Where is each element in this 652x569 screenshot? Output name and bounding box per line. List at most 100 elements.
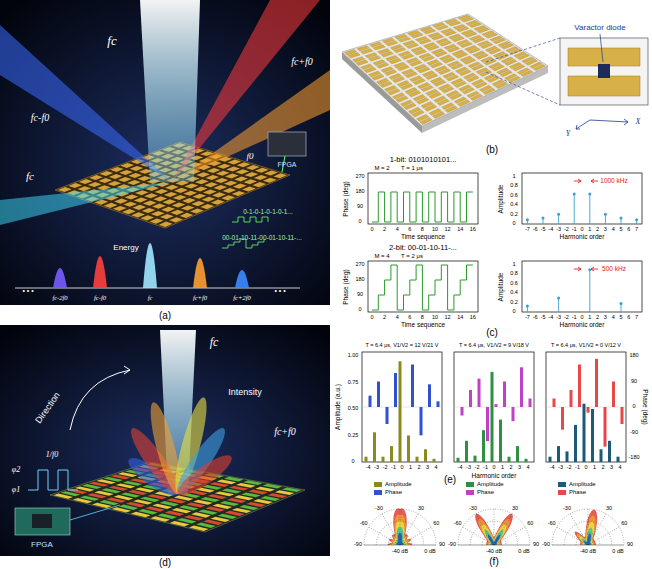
ellipsis: • • • (274, 287, 285, 294)
unit-cell (373, 45, 385, 50)
axis-title: Phase (deg) (343, 181, 350, 216)
axis-title: Time sequence (401, 234, 445, 241)
axis-tick: 0 (492, 465, 495, 471)
axis-tick: 16 (470, 315, 476, 321)
amplitude-bar (457, 458, 460, 462)
unit-cell (88, 182, 102, 187)
unit-cell (155, 189, 169, 194)
beam-label: fc-f0 (31, 113, 49, 123)
phase-bar (420, 407, 423, 435)
harmonic-dot (573, 192, 576, 195)
unit-cell (263, 178, 277, 183)
component-label: Varactor diode (574, 24, 625, 32)
phase-bar (587, 407, 590, 413)
frequency-label: f0 (246, 152, 253, 161)
unit-cell (207, 168, 221, 173)
beam-label: fc+f0 (274, 427, 296, 437)
angle-tick: -90 (448, 542, 456, 548)
axis-tick: 0.4 (510, 290, 518, 296)
axis-title: Harmonic order (560, 322, 605, 329)
axis-tick: 0.8 (510, 272, 518, 278)
unit-cell (182, 198, 196, 203)
polar-grid (588, 527, 619, 545)
axis-tick: -2 (475, 465, 480, 471)
legend-text: Amplitude (477, 481, 504, 487)
scale-tick: 0 dB (612, 549, 623, 555)
phase-bar (386, 407, 389, 424)
axis-tick: 0 (370, 227, 373, 233)
unit-cell (143, 201, 157, 206)
harmonic-stem (589, 270, 590, 312)
axis-tick: 1 (588, 315, 591, 321)
axis-tick: -2 (564, 227, 569, 233)
amplitude-bar (499, 420, 502, 462)
bias-waveform (28, 470, 78, 490)
phase-bar (561, 407, 564, 430)
axis-tick: 2 (596, 227, 599, 233)
unit-cell (151, 211, 165, 216)
unit-cell (153, 196, 167, 201)
zoom-line (486, 38, 560, 105)
unit-cell (223, 188, 237, 193)
unit-cell (130, 166, 144, 171)
axis-tick: 3 (604, 227, 607, 233)
axis-tick: 10 (432, 227, 438, 233)
unit-cell (185, 184, 199, 189)
polar-grid (369, 527, 400, 545)
fpga-label: FPGA (277, 161, 296, 168)
leader-line (600, 34, 603, 62)
panel-label: (d) (159, 558, 171, 568)
axis-title: Phase (deg) (642, 389, 649, 424)
polar-grid (400, 514, 418, 545)
axis-tick: 16 (470, 227, 476, 233)
axis-tick: 2 (383, 315, 386, 321)
unit-cell (436, 25, 448, 30)
axis-tick: 1 (588, 227, 591, 233)
unit-cell (242, 187, 256, 192)
axis-title: Amplitude (498, 184, 505, 213)
axis-tick: -3 (556, 227, 561, 233)
fpga-board (15, 508, 70, 535)
phase-bar (604, 407, 607, 447)
polar-grid (458, 509, 530, 545)
angle-tick: -60 (548, 521, 556, 527)
unit-cell (427, 45, 439, 50)
code-sequence: 0-1-0-1-0-1-0-1... (243, 209, 293, 216)
unit-cell (211, 200, 225, 205)
axis-title: Harmonic order (560, 234, 605, 241)
unit-cell (348, 53, 360, 58)
polar-grid (476, 514, 494, 545)
spectrum-peak (235, 270, 249, 288)
unit-cell (120, 163, 134, 168)
axis-tick: -2 (567, 465, 572, 471)
phase-bar (529, 399, 532, 408)
unit-cell (394, 47, 406, 52)
plot-title: 1-bit: 0101010101... (390, 156, 457, 164)
axis-tick: 1 (409, 465, 412, 471)
panel-label: (c) (486, 328, 498, 338)
axis-tick: 4 (526, 465, 529, 471)
unit-cell (233, 184, 247, 189)
harmonic-dot (542, 216, 545, 219)
axis-tick: 4 (396, 227, 399, 233)
angle-tick: 30 (418, 506, 424, 512)
scale-tick: 0 dB (424, 549, 435, 555)
unit-cell (204, 182, 218, 187)
angle-tick: -30 (375, 506, 383, 512)
unit-cell (430, 62, 442, 68)
polar-grid (552, 509, 624, 545)
axis-tick: 270 (355, 174, 364, 180)
axis-tick: 4 (396, 315, 399, 321)
unit-cell (245, 172, 259, 177)
unit-cell (433, 112, 445, 119)
angle-tick: -60 (454, 521, 462, 527)
code-sequence: 00-01-10-11-00-01-10-11-... (222, 235, 302, 242)
unit-cell (203, 189, 217, 194)
harmonic-stem (589, 194, 590, 224)
angle-tick: -90 (542, 542, 550, 548)
axis-tick: 0 (351, 459, 354, 465)
unit-cell (470, 94, 482, 101)
unit-cell (380, 81, 392, 87)
unit-cell (165, 185, 179, 190)
unit-cell (221, 195, 235, 200)
